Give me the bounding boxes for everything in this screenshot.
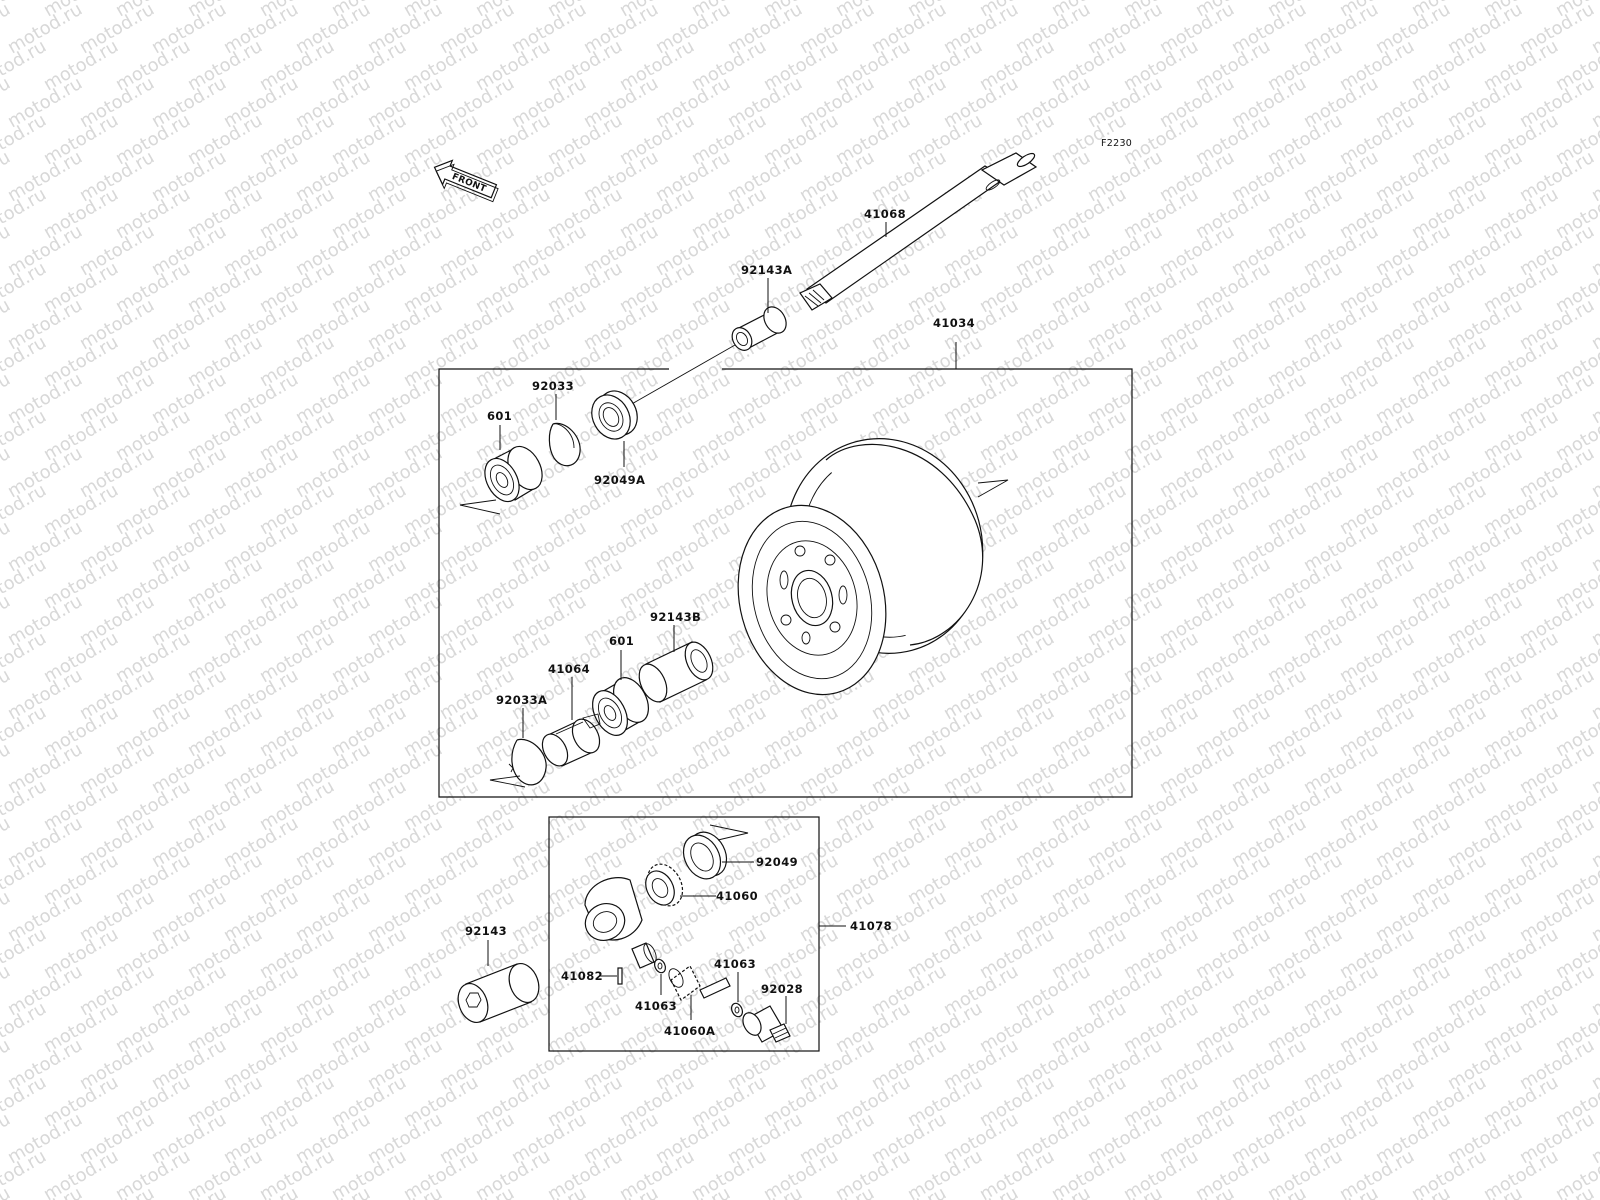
wheel-part <box>737 438 1009 696</box>
label-41060: 41060 <box>716 889 758 903</box>
label-92143: 92143 <box>465 924 507 938</box>
diagram-code: F2230 <box>1101 138 1132 149</box>
label-92028: 92028 <box>761 982 803 996</box>
label-92033a: 92033A <box>496 693 547 707</box>
label-41068: 41068 <box>864 207 906 221</box>
label-601-bottom: 601 <box>609 634 634 648</box>
label-92143b: 92143B <box>650 610 701 624</box>
label-41034: 41034 <box>933 316 975 330</box>
pin-41082-part <box>617 967 623 985</box>
label-41064: 41064 <box>548 662 590 676</box>
label-601-top: 601 <box>487 409 512 423</box>
label-92049: 92049 <box>756 855 798 869</box>
label-92033: 92033 <box>532 379 574 393</box>
label-41063-right: 41063 <box>714 957 756 971</box>
label-92049a: 92049A <box>594 473 645 487</box>
label-41078: 41078 <box>850 919 892 933</box>
label-41063-left: 41063 <box>635 999 677 1013</box>
label-41060a: 41060A <box>664 1024 715 1038</box>
label-92143a: 92143A <box>741 263 792 277</box>
label-41082: 41082 <box>561 969 603 983</box>
